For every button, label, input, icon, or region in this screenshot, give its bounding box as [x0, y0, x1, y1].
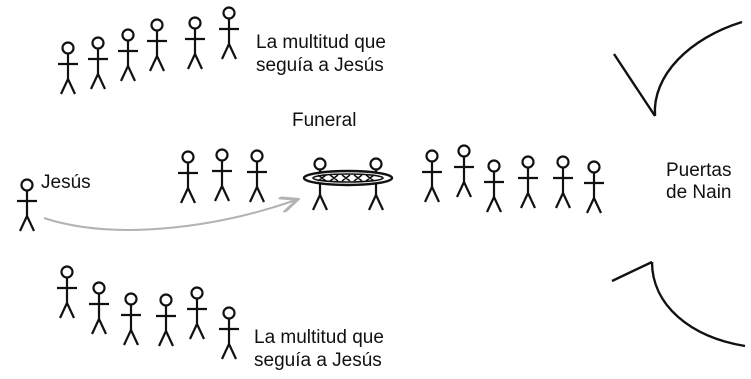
crowd-bottom-label-line2: seguía a Jesús: [254, 350, 382, 371]
stick-figure-icon: [154, 293, 178, 348]
stick-figure-icon: [551, 155, 575, 210]
crowd-bottom-label-line1: La multitud que: [254, 327, 384, 348]
stick-figure-icon: [56, 41, 80, 96]
crowd-top-label-line2: seguía a Jesús: [256, 55, 384, 76]
stick-figure-icon: [119, 292, 143, 347]
funeral-label: Funeral: [292, 110, 357, 131]
gate-top: [612, 20, 743, 117]
mourners-right: [420, 144, 606, 215]
stick-figure-icon: [217, 6, 241, 61]
stick-figure-icon: [245, 149, 269, 204]
stick-figure-icon: [87, 281, 111, 336]
stick-figure-icon: [217, 306, 241, 361]
stick-figure-icon: [183, 16, 207, 71]
crowd-top-label-line1: La multitud que: [256, 32, 386, 53]
jesus-label: Jesús: [41, 172, 91, 193]
jesus-figure: [15, 178, 39, 233]
stick-figure-icon: [452, 144, 476, 199]
crowd-top: [56, 6, 241, 96]
stick-figure-icon: [15, 178, 39, 233]
stick-figure-icon: [145, 18, 169, 73]
stick-figure-icon: [516, 155, 540, 210]
gates-label-line1: Puertas: [666, 160, 732, 181]
stick-figure-icon: [582, 160, 606, 215]
coffin-icon: [302, 169, 394, 187]
stick-figure-icon: [176, 150, 200, 205]
gates-label-line2: de Nain: [666, 182, 732, 203]
stick-figure-icon: [86, 36, 110, 91]
path-arrow: [43, 200, 296, 231]
stick-figure-icon: [210, 148, 234, 203]
stick-figure-icon: [116, 28, 140, 83]
stick-figure-icon: [55, 265, 79, 320]
stick-figure-icon: [420, 149, 444, 204]
mourners-left: [176, 148, 269, 205]
stick-figure-icon: [185, 286, 209, 341]
gate-bottom: [611, 260, 746, 348]
crowd-bottom: [55, 265, 241, 361]
stick-figure-icon: [482, 159, 506, 214]
